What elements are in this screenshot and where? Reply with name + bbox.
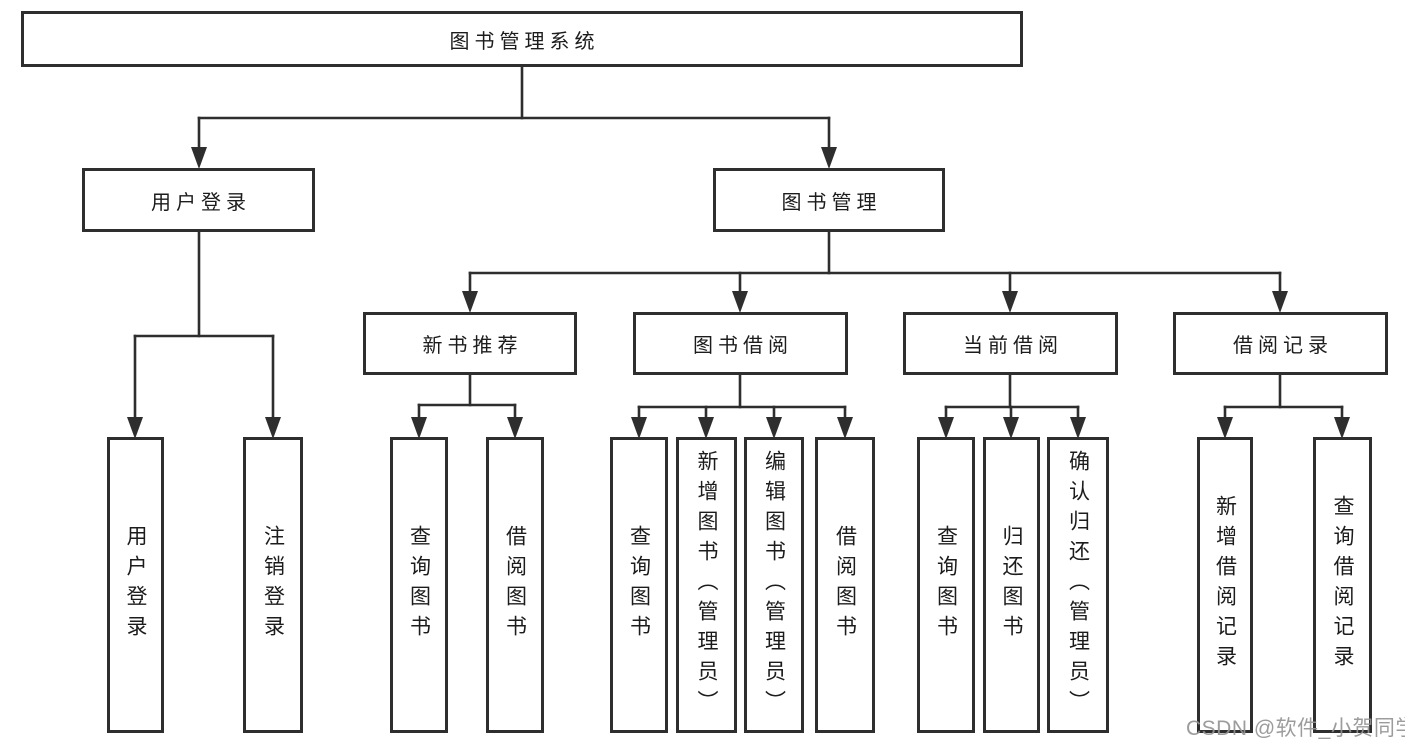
leaf-query-borrow-record: 查询借阅记录	[1313, 437, 1372, 733]
node-borrow-records: 借阅记录	[1173, 312, 1388, 375]
leaf-logout: 注销登录	[243, 437, 303, 733]
leaf-add-books-admin: 新增图书（管理员）	[676, 437, 737, 733]
csdn-watermark: CSDN @软件_小贺同学	[1186, 717, 1405, 740]
node-current-borrow: 当前借阅	[903, 312, 1118, 375]
node-user-login: 用户登录	[82, 168, 315, 232]
node-book-management: 图书管理	[713, 168, 945, 232]
leaf-query-books: 查询图书	[917, 437, 975, 733]
node-book-borrow: 图书借阅	[633, 312, 848, 375]
leaf-query-books: 查询图书	[390, 437, 448, 733]
node-new-book-recommend: 新书推荐	[363, 312, 577, 375]
leaf-edit-books-admin: 编辑图书（管理员）	[744, 437, 804, 733]
leaf-return-books: 归还图书	[983, 437, 1040, 733]
leaf-user-login: 用户登录	[107, 437, 164, 733]
leaf-query-books: 查询图书	[610, 437, 668, 733]
leaf-confirm-return-admin: 确认归还（管理员）	[1047, 437, 1109, 733]
node-root: 图书管理系统	[21, 11, 1023, 67]
leaf-add-borrow-record: 新增借阅记录	[1197, 437, 1253, 733]
leaf-borrow-books: 借阅图书	[815, 437, 875, 733]
leaf-borrow-books: 借阅图书	[486, 437, 544, 733]
